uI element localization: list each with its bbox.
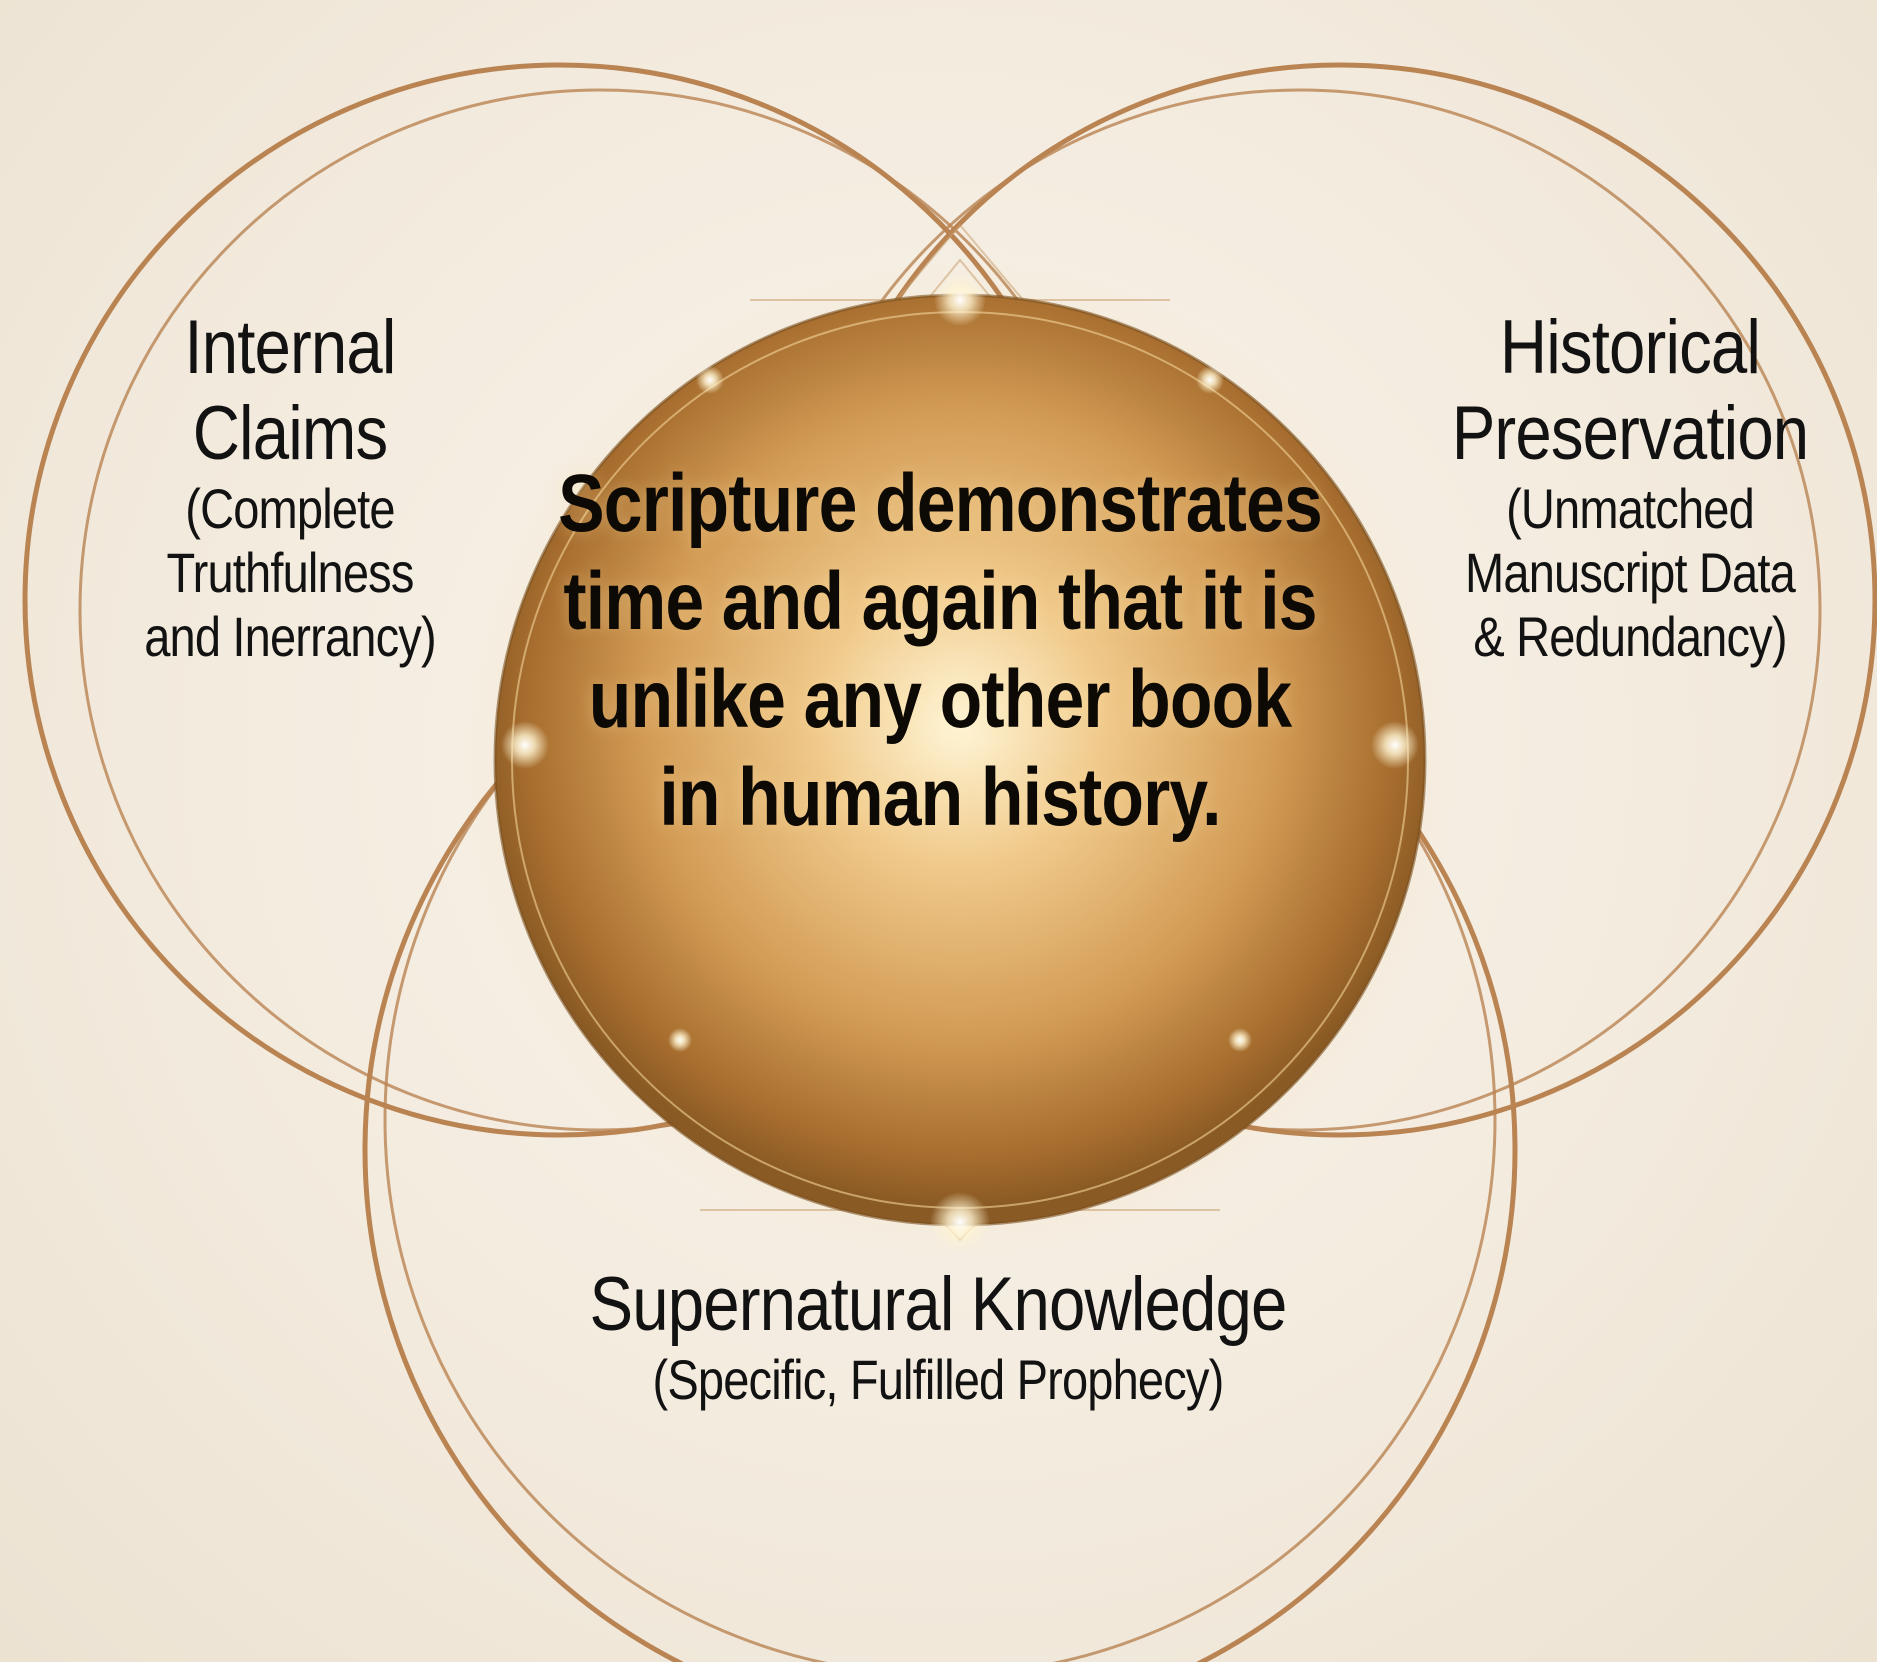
- historical-preservation-title-line-2: Preservation: [1451, 391, 1809, 476]
- supernatural-knowledge-title: Supernatural Knowledge: [589, 1262, 1288, 1347]
- internal-claims-title-line-2: Claims: [192, 391, 388, 476]
- historical-preservation-label: Historical Preservation (Unmatched Manus…: [1380, 305, 1877, 669]
- sparkles: [501, 274, 1419, 1252]
- internal-claims-subtitle-line-3: and Inerrancy): [144, 605, 436, 668]
- historical-preservation-title-line-1: Historical: [1499, 305, 1761, 390]
- internal-claims-title-line-1: Internal: [184, 305, 396, 390]
- historical-preservation-subtitle-line-3: & Redundancy): [1473, 605, 1787, 668]
- center-disc: [495, 295, 1425, 1225]
- internal-claims-label: Internal Claims (Complete Truthfulness a…: [40, 305, 540, 669]
- supernatural-knowledge-subtitle: (Specific, Fulfilled Prophecy): [652, 1348, 1225, 1411]
- historical-preservation-subtitle-line-2: Manuscript Data: [1465, 541, 1796, 604]
- internal-claims-subtitle-line-1: (Complete: [185, 477, 395, 540]
- supernatural-knowledge-label: Supernatural Knowledge (Specific, Fulfil…: [388, 1262, 1488, 1412]
- historical-preservation-subtitle-line-1: (Unmatched: [1506, 477, 1755, 540]
- central-statement: Scripture demonstrates time and again th…: [558, 458, 1323, 843]
- internal-claims-subtitle-line-2: Truthfulness: [166, 541, 414, 604]
